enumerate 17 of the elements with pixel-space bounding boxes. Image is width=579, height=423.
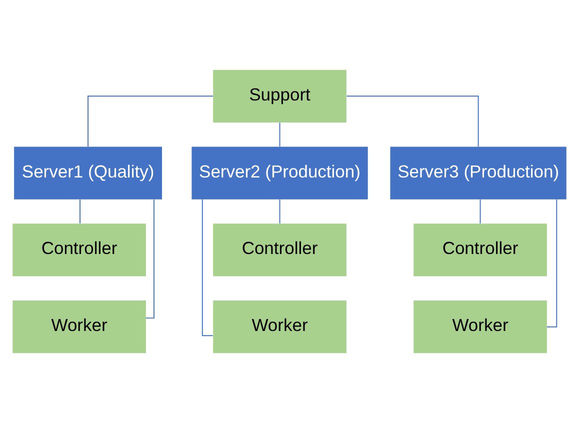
connector	[88, 96, 214, 148]
connector	[546, 199, 558, 328]
node-box: Server1 (Quality)	[14, 146, 162, 200]
connector	[146, 199, 154, 319]
node-box: Worker	[414, 300, 547, 354]
node-box: Controller	[213, 224, 346, 276]
connector	[346, 96, 479, 148]
node-box: Worker	[12, 300, 146, 354]
node-box: Support	[213, 70, 346, 122]
node-box: Server3 (Production)	[390, 146, 566, 200]
connector	[279, 199, 280, 224]
connector	[279, 122, 280, 148]
node-box: Controller	[12, 224, 146, 276]
node-box: Worker	[213, 300, 346, 354]
node-box: Controller	[414, 224, 547, 276]
connector	[480, 199, 481, 224]
node-box: Server2 (Production)	[192, 146, 368, 200]
